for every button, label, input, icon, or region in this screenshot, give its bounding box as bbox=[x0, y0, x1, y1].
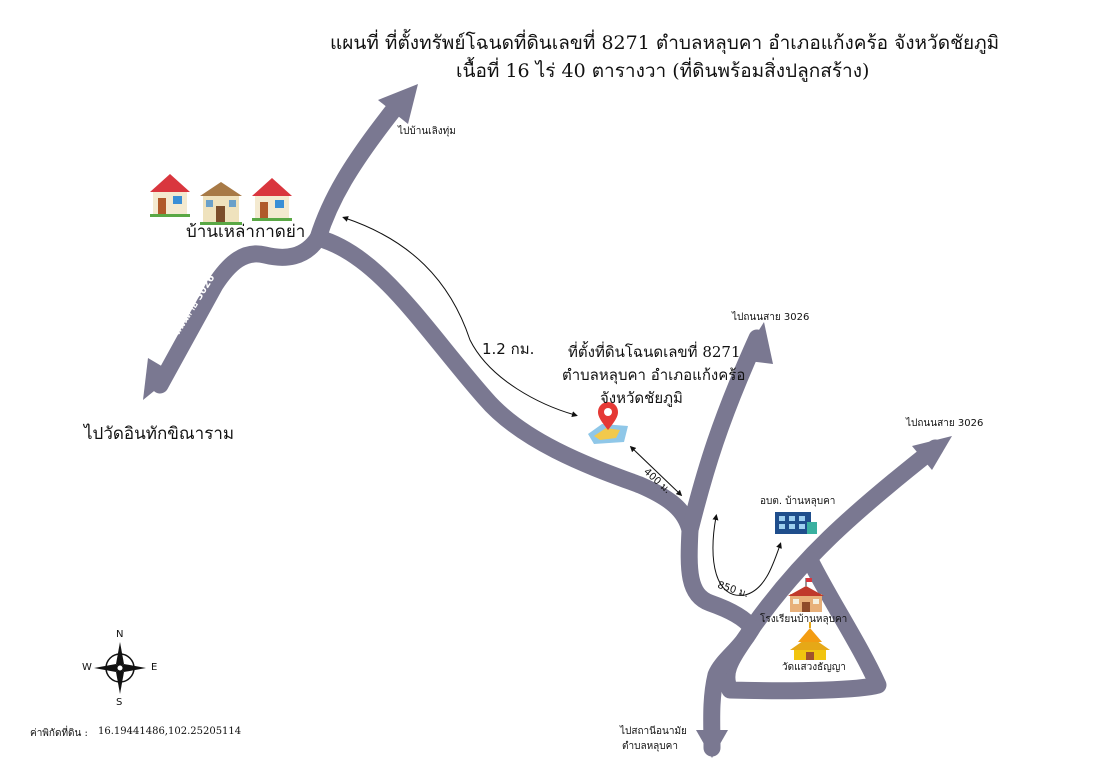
house-icon bbox=[150, 174, 190, 217]
road-to-3026-north bbox=[681, 329, 766, 539]
label-health-station-line-2: ตำบลหลุบคา bbox=[622, 741, 678, 752]
coords-value: 16.19441486,102.25205114 bbox=[98, 726, 242, 737]
compass-west-label: W bbox=[82, 662, 92, 673]
arrowhead-3026-west bbox=[143, 358, 175, 400]
arrowhead-3026-north bbox=[740, 322, 773, 364]
school-icon bbox=[788, 578, 824, 612]
house-icon bbox=[200, 182, 242, 225]
compass-south-label: S bbox=[116, 697, 123, 708]
coords-label: ค่าพิกัดที่ดิน : bbox=[30, 728, 88, 739]
compass-east-label: E bbox=[151, 662, 158, 673]
label-sao-office: อบต. บ้านหลุบคา bbox=[760, 496, 836, 507]
label-school: โรงเรียนบ้านหลุบคา bbox=[760, 614, 848, 625]
label-to-ban-loeng-thum: ไปบ้านเลิงทุ่ม bbox=[398, 126, 456, 137]
label-to-wat-inthakhin: ไปวัดอินทักขิณาราม bbox=[84, 424, 235, 444]
road-arrowheads bbox=[143, 84, 952, 758]
temple-icon bbox=[790, 622, 830, 660]
label-health-station-line-1: ไปสถานีอนามัย bbox=[620, 726, 687, 737]
road-3026-west bbox=[151, 229, 327, 394]
label-to-road-3026-east: ไปถนนสาย 3026 bbox=[906, 418, 984, 429]
label-property-line-3: จังหวัดชัยภูมิ bbox=[600, 389, 683, 407]
distance-arrow-850m bbox=[712, 514, 782, 596]
label-property-line-2: ตำบลหลุบคา อำเภอแก้งคร้อ bbox=[562, 366, 746, 384]
distance-arrow-400m bbox=[629, 445, 683, 497]
arrowhead-ban-loeng-thum bbox=[378, 84, 418, 124]
label-property-line-1: ที่ตั้งที่ดินโฉนดเลขที่ 8271 bbox=[568, 343, 741, 361]
arrowhead-health-station bbox=[696, 730, 728, 758]
distance-arrow-1-2km bbox=[342, 216, 578, 418]
road-south bbox=[680, 521, 761, 637]
compass-icon bbox=[94, 642, 146, 694]
office-building-icon bbox=[775, 512, 817, 534]
title-line-1: แผนที่ ที่ตั้งทรัพย์โฉนดที่ดินเลขที่ 827… bbox=[330, 32, 1000, 54]
road-to-health-station bbox=[703, 619, 761, 757]
map-pin-icon bbox=[588, 402, 628, 444]
road-to-3026-east bbox=[743, 439, 944, 637]
title-line-2: เนื้อที่ 16 ไร่ 40 ตารางวา (ที่ดินพร้อมส… bbox=[456, 60, 870, 82]
label-village: บ้านเหล่ากาดย่า bbox=[186, 222, 306, 242]
label-temple: วัดแสวงธัญญา bbox=[782, 662, 846, 673]
label-distance-1-2km: 1.2 กม. bbox=[482, 340, 535, 358]
label-to-road-3026-north: ไปถนนสาย 3026 bbox=[732, 312, 810, 323]
road-to-ban-loeng-thum bbox=[309, 99, 404, 247]
house-icon bbox=[252, 178, 292, 221]
arrowhead-3026-east bbox=[912, 436, 952, 470]
compass-north-label: N bbox=[116, 629, 124, 640]
